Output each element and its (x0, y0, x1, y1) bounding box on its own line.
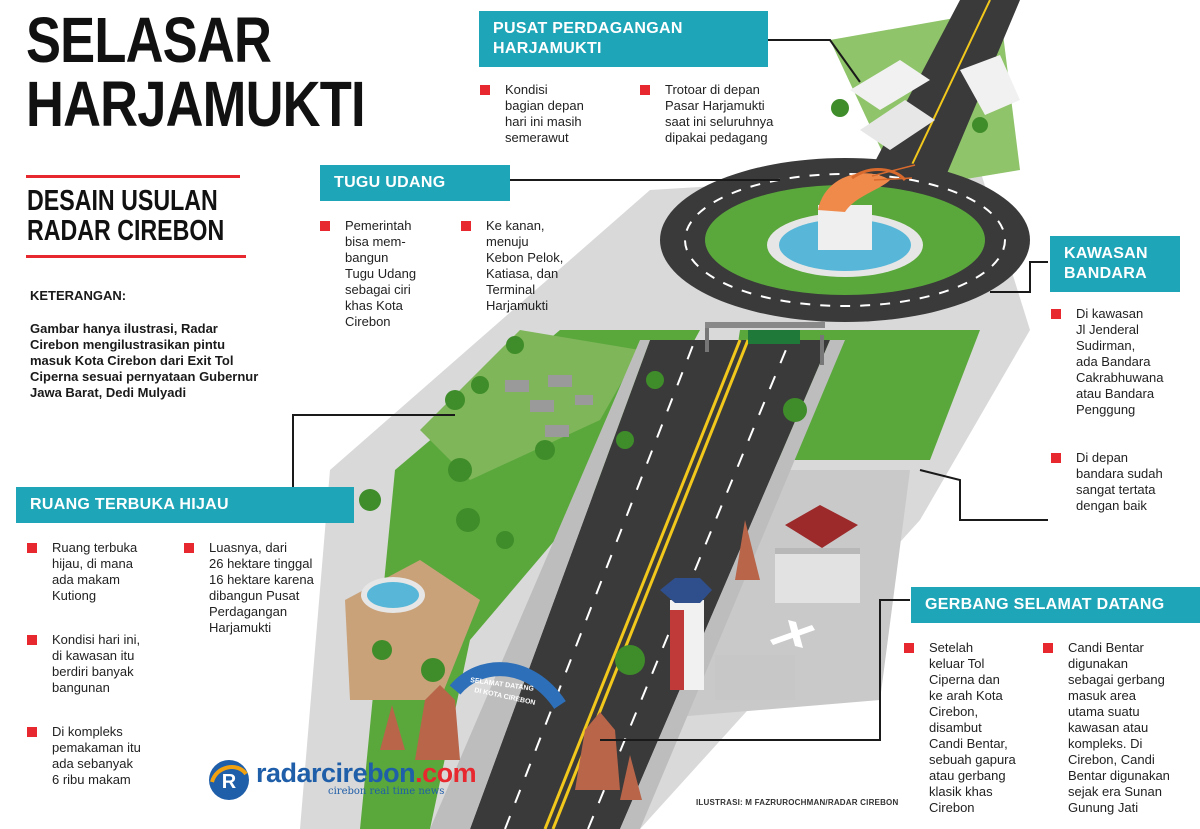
gantry-sign (705, 322, 825, 365)
note-text: Di kawasan Jl Jenderal Sudirman, ada Ban… (1076, 306, 1164, 417)
candi-bentar-gates (380, 520, 760, 800)
note-rth-2: Kondisi hari ini, di kawasan itu berdiri… (27, 632, 177, 696)
bullet-square (480, 85, 490, 95)
banner-tugu-title: TUGU UDANG (334, 174, 446, 191)
logo-name: radarcirebon.com (256, 758, 477, 789)
bullet-square (27, 635, 37, 645)
trees (359, 99, 988, 682)
welcome-arch (449, 662, 566, 710)
graves (505, 375, 593, 437)
note-rth-4: Luasnya, dari 26 hektare tinggal 16 hekt… (184, 540, 344, 636)
banner-rth-title: RUANG TERBUKA HIJAU (30, 496, 229, 513)
note-text: Setelah keluar Tol Ciperna dan ke arah K… (929, 640, 1016, 815)
bullet-square (27, 543, 37, 553)
shrimp-statue (818, 164, 916, 212)
banner-pusat-perdagangan: PUSAT PERDAGANGAN HARJAMUKTI (479, 11, 768, 67)
banner-gerbang-selamat-datang: GERBANG SELAMAT DATANG (911, 587, 1200, 623)
leader-lines (292, 39, 1048, 741)
logo-mark-icon: R (209, 760, 249, 800)
banner-bandara-line-2: BANDARA (1064, 265, 1147, 282)
banner-tugu-udang: TUGU UDANG (320, 165, 510, 201)
bullet-square (184, 543, 194, 553)
bullet-square (640, 85, 650, 95)
note-bandara-2: Di depan bandara sudah sangat tertata de… (1051, 450, 1196, 514)
note-tugu-2: Ke kanan, menuju Kebon Pelok, Katiasa, d… (461, 218, 601, 314)
svg-text:R: R (222, 771, 237, 793)
banner-pusat-line-2: HARJAMUKTI (493, 40, 602, 57)
subtitle-line-1: DESAIN USULAN (27, 185, 218, 217)
logo-dotcom: .com (415, 758, 477, 788)
roundabout-lane (684, 173, 1006, 307)
note-rth-3: Di kompleks pemakaman itu ada sebanyak 6… (27, 724, 177, 788)
illustration-credit: ILUSTRASI: M FAZRUROCHMAN/RADAR CIREBON (696, 798, 899, 807)
page-title: SELASAR HARJAMUKTI (26, 4, 366, 140)
note-text: Pemerintah bisa mem- bangun Tugu Udang s… (345, 218, 417, 329)
keterangan-body: Gambar hanya ilustrasi, Radar Cirebon me… (30, 321, 259, 400)
tugu-pedestal (818, 205, 872, 250)
control-tower (660, 578, 712, 690)
subtitle: DESAIN USULAN RADAR CIREBON (27, 186, 224, 246)
airport-terminal (775, 505, 860, 603)
hangar (715, 655, 795, 700)
subtitle-line-2: RADAR CIREBON (27, 215, 225, 247)
note-pusat-1: Kondisi bagian depan hari ini masih seme… (480, 82, 630, 146)
note-gerbang-2: Candi Bentar digunakan sebagai gerbang m… (1043, 640, 1200, 816)
note-gerbang-1: Setelah keluar Tol Ciperna dan ke arah K… (904, 640, 1039, 816)
logo-name-text: radarcirebon (256, 758, 416, 788)
banner-ruang-terbuka-hijau: RUANG TERBUKA HIJAU (16, 487, 354, 523)
bullet-square (1043, 643, 1053, 653)
note-tugu-1: Pemerintah bisa mem- bangun Tugu Udang s… (320, 218, 450, 330)
note-text: Luasnya, dari 26 hektare tinggal 16 hekt… (209, 540, 314, 635)
right-sidewalk (620, 340, 845, 829)
bullet-square (1051, 453, 1061, 463)
note-text: Kondisi hari ini, di kawasan itu berdiri… (52, 632, 141, 695)
title-line-1: SELASAR (26, 4, 272, 76)
note-text: Ruang terbuka hijau, di mana ada makam K… (52, 540, 138, 603)
shop-buildings (850, 55, 1020, 150)
banner-gerbang-title: GERBANG SELAMAT DATANG (925, 596, 1165, 613)
title-rule-top (26, 175, 240, 178)
title-line-2: HARJAMUKTI (26, 68, 366, 140)
logo-tagline: cirebon real time news (328, 786, 445, 797)
left-sidewalk (430, 340, 650, 829)
note-text: Trotoar di depan Pasar Harjamukti saat i… (665, 82, 774, 145)
bullet-square (461, 221, 471, 231)
keterangan-heading: KETERANGAN: (30, 288, 127, 303)
note-text: Ke kanan, menuju Kebon Pelok, Katiasa, d… (486, 218, 564, 313)
bullet-square (27, 727, 37, 737)
note-rth-1: Ruang terbuka hijau, di mana ada makam K… (27, 540, 167, 604)
note-text: Di kompleks pemakaman itu ada sebanyak 6… (52, 724, 141, 787)
note-bandara-1: Di kawasan Jl Jenderal Sudirman, ada Ban… (1051, 306, 1196, 418)
bullet-square (1051, 309, 1061, 319)
note-text: Candi Bentar digunakan sebagai gerbang m… (1068, 640, 1170, 815)
bullet-square (320, 221, 330, 231)
banner-pusat-line-1: PUSAT PERDAGANGAN (493, 20, 683, 37)
banner-kawasan-bandara: KAWASAN BANDARA (1050, 236, 1180, 292)
note-text: Di depan bandara sudah sangat tertata de… (1076, 450, 1163, 513)
airplane (770, 620, 815, 648)
note-pusat-2: Trotoar di depan Pasar Harjamukti saat i… (640, 82, 820, 146)
title-rule-bottom (26, 255, 246, 258)
note-text: Kondisi bagian depan hari ini masih seme… (505, 82, 584, 145)
bullet-square (904, 643, 914, 653)
banner-bandara-line-1: KAWASAN (1064, 245, 1148, 262)
